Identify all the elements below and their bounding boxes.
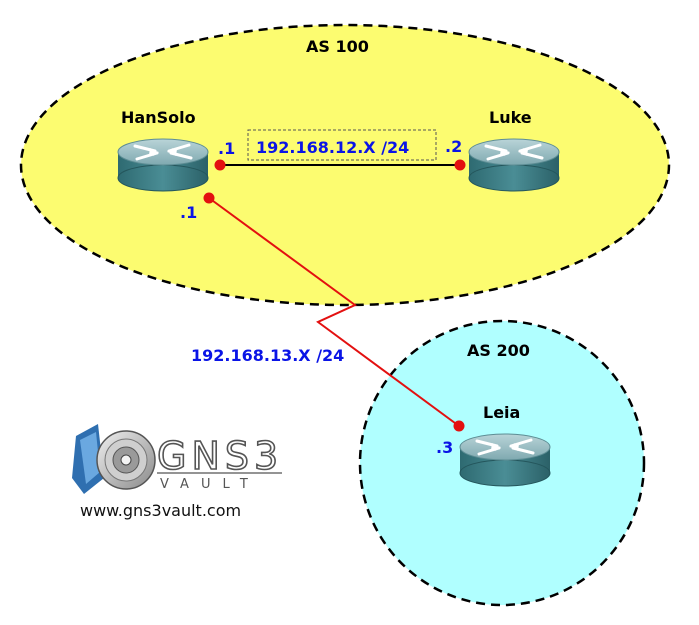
interface-dot-hansolo-s [203,192,215,204]
vault-disk-icon [72,424,156,494]
interface-dot-leia [453,420,465,432]
ip-luke: .2 [445,137,462,156]
router-hansolo-icon[interactable] [116,137,210,193]
interface-dot-hansolo-e [214,159,226,171]
router-luke-icon[interactable] [467,137,561,193]
gns3-vault-logo: GNS3 VAULT www.gns3vault.com [72,424,283,520]
interface-dot-luke [454,159,466,171]
router-leia-label: Leia [483,403,520,422]
ip-hansolo-e: .1 [218,139,235,158]
router-luke-label: Luke [489,108,532,127]
logo-url[interactable]: www.gns3vault.com [80,501,241,520]
subnet-13-label: 192.168.13.X /24 [191,346,344,365]
subnet-12-label: 192.168.12.X /24 [256,138,409,157]
router-hansolo-label: HanSolo [121,108,196,127]
router-leia-icon[interactable] [458,432,552,488]
as100-label: AS 100 [306,37,369,56]
logo-brand: GNS3 [157,434,283,478]
link-label-box [247,129,437,161]
ip-hansolo-s: .1 [180,203,197,222]
ip-leia: .3 [436,438,453,457]
logo-tagline: VAULT [160,477,260,492]
link-hansolo-leia [208,197,460,427]
as200-label: AS 200 [467,341,530,360]
